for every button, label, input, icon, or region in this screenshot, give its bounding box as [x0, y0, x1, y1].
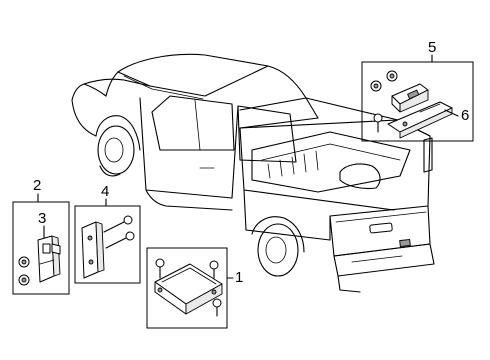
bolt-icon	[373, 113, 383, 133]
bolt-icon	[105, 231, 135, 249]
part-2-box	[12, 201, 70, 295]
callout-5: 5	[428, 39, 437, 56]
nut-icon	[370, 80, 382, 92]
bolt-icon	[209, 260, 219, 279]
callout-4: 4	[101, 183, 110, 200]
bolt-icon	[103, 215, 133, 233]
part-1-box	[146, 247, 228, 329]
callout-1: 1	[235, 269, 244, 286]
bracket-icon	[81, 221, 105, 279]
pickup-truck-icon	[71, 53, 435, 293]
bolt-icon	[212, 298, 222, 317]
nut-icon	[386, 70, 398, 82]
callout-2: 2	[33, 177, 42, 194]
leader-line-6	[444, 109, 459, 117]
part-4-box	[74, 205, 141, 284]
callout-3: 3	[38, 210, 47, 227]
bolt-icon	[155, 258, 165, 279]
nut-icon	[18, 256, 30, 268]
connector-icon	[387, 101, 453, 139]
part-5-box	[361, 61, 474, 142]
connector-icon	[391, 83, 429, 113]
nut-icon	[18, 274, 30, 286]
callout-6: 6	[461, 107, 470, 124]
impact-sensor-icon	[37, 235, 61, 283]
airbag-control-module-icon	[154, 263, 223, 315]
